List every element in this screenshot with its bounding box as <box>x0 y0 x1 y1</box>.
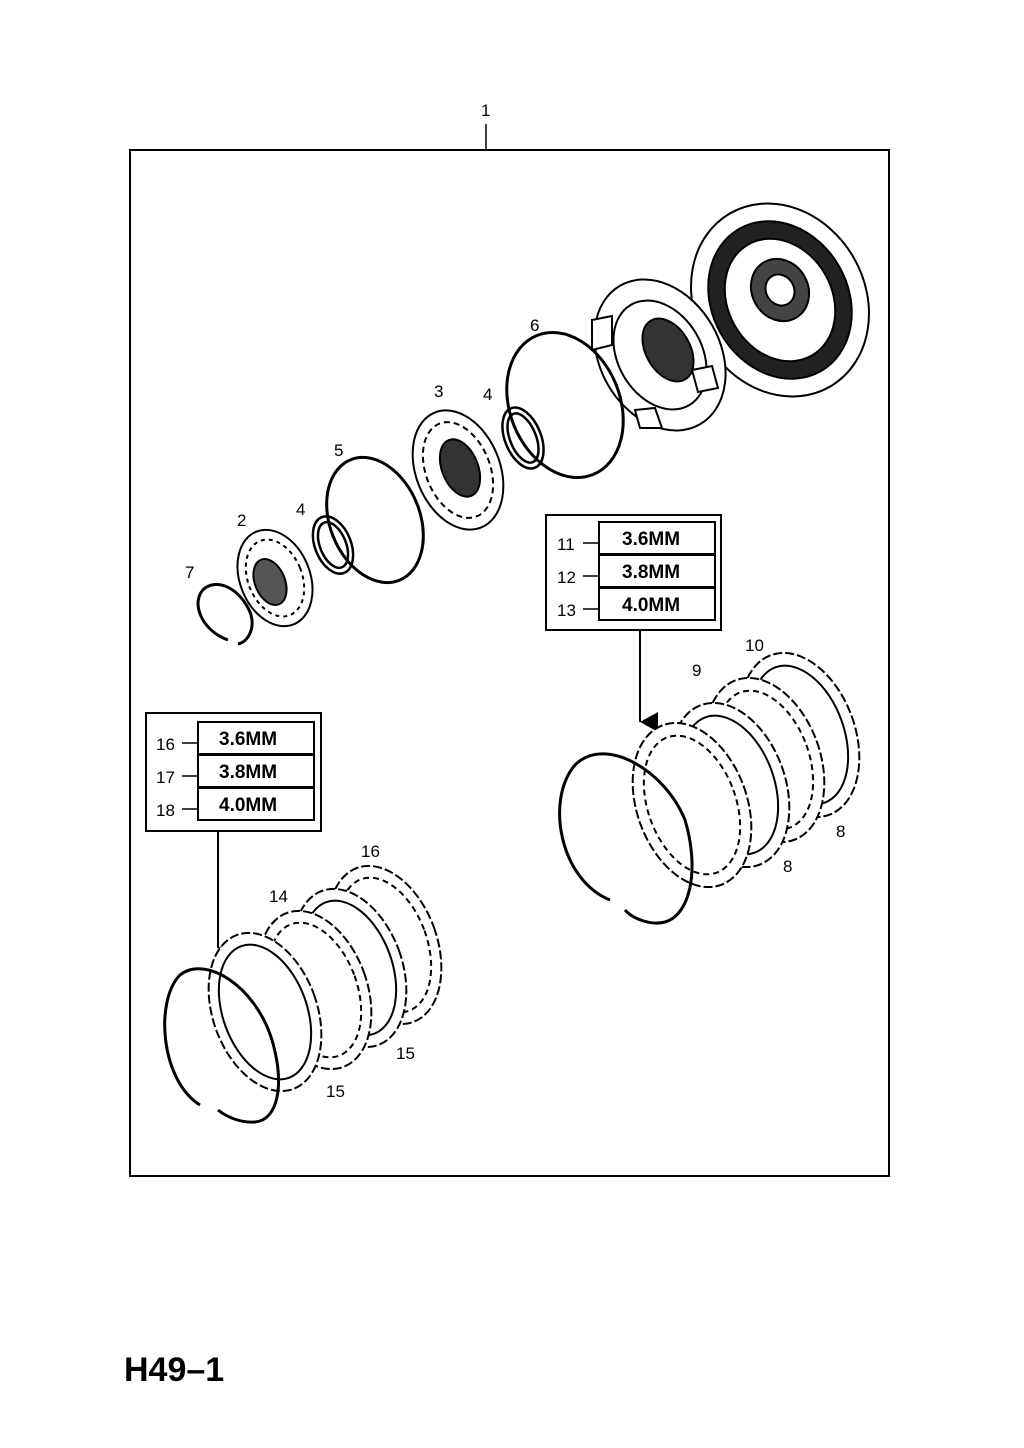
callout-16: 16 <box>361 842 380 861</box>
callout-14: 14 <box>269 887 288 906</box>
callout-4b: 4 <box>296 500 305 519</box>
diagram-code: H49–1 <box>124 1351 224 1389</box>
table-right-row-3-size: 4.0MM <box>622 595 680 616</box>
snap-ring-right <box>558 752 694 925</box>
table-left-row-3-num: 18 <box>156 801 175 820</box>
table-right-row-2-size: 3.8MM <box>622 562 680 583</box>
size-table-right: 11 12 13 3.6MM 3.8MM 4.0MM <box>545 514 722 631</box>
callout-3: 3 <box>434 382 443 401</box>
callout-6: 6 <box>530 316 539 335</box>
callout-15a: 15 <box>396 1044 415 1063</box>
table-left-row-2-size: 3.8MM <box>219 762 277 783</box>
table-right-row-3-num: 13 <box>557 601 576 620</box>
o-ring-6 <box>505 330 625 480</box>
callout-2: 2 <box>237 511 246 530</box>
table-right-row-1-size: 3.6MM <box>622 529 680 550</box>
callout-8a: 8 <box>836 822 845 841</box>
callout-8b: 8 <box>783 857 792 876</box>
callout-10: 10 <box>745 636 764 655</box>
callout-9: 9 <box>692 661 701 680</box>
snap-ring-left <box>163 967 280 1124</box>
table-left-row-1-size: 3.6MM <box>219 729 277 750</box>
table-right-row-1-num: 11 <box>557 535 575 554</box>
bearing-3 <box>411 409 505 531</box>
seal-ring-4-lower <box>311 515 355 575</box>
table-left-row-2-num: 17 <box>156 768 175 787</box>
seal-ring-4-upper <box>501 406 545 470</box>
size-table-left: 16 17 18 3.6MM 3.8MM 4.0MM <box>145 712 322 832</box>
hub-2 <box>236 528 314 628</box>
piston-housing <box>591 278 727 432</box>
clutch-plates-right <box>631 651 861 889</box>
table-right-row-2-num: 12 <box>557 568 576 587</box>
o-ring-5 <box>325 455 425 585</box>
clutch-drum <box>690 202 870 398</box>
assembly-frame <box>129 149 890 1177</box>
callout-15b: 15 <box>326 1082 345 1101</box>
snap-ring-7 <box>196 582 254 646</box>
callout-1: 1 <box>481 101 490 120</box>
table-left-row-1-num: 16 <box>156 735 175 754</box>
callout-7: 7 <box>185 563 194 582</box>
clutch-plates-left <box>207 864 443 1093</box>
callout-5: 5 <box>334 441 343 460</box>
callout-4a: 4 <box>483 385 492 404</box>
table-left-row-3-size: 4.0MM <box>219 795 277 816</box>
